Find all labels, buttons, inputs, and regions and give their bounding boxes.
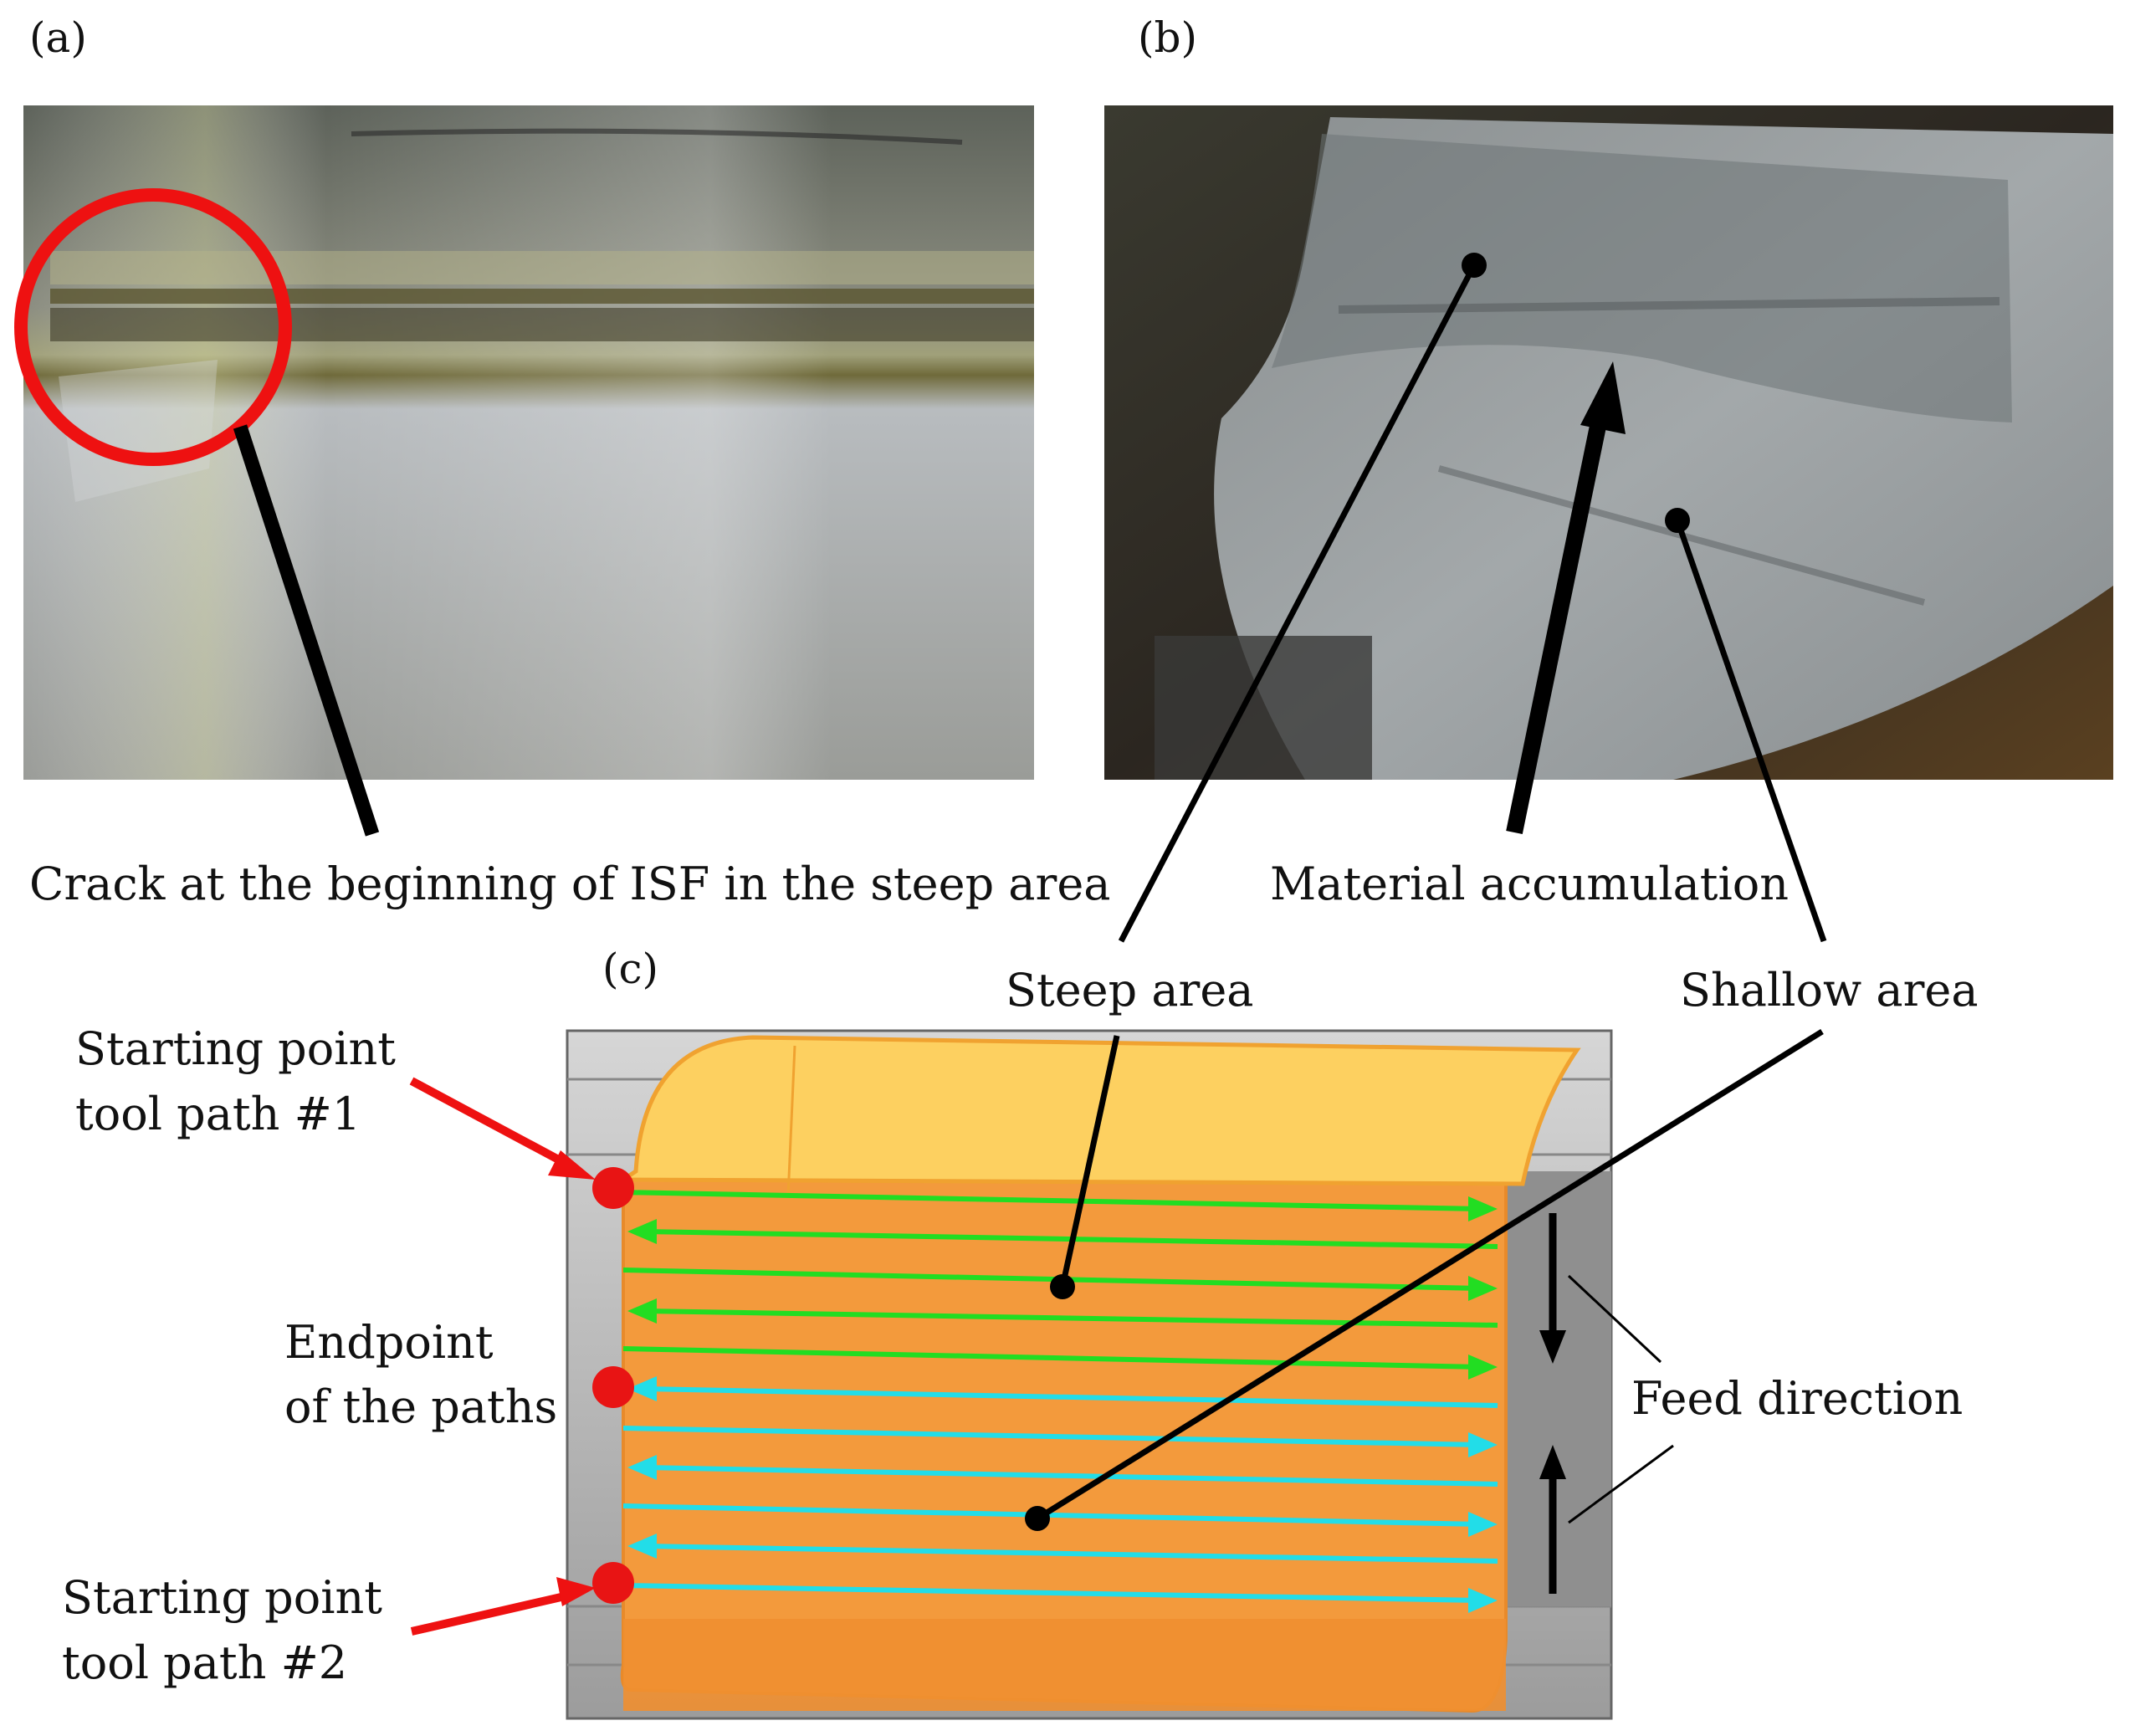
shallow-area-leader-c	[1036, 1029, 1824, 1521]
arrowhead-right	[1468, 1276, 1498, 1301]
start-2-label-line2: tool path #2	[62, 1636, 347, 1689]
shallow-area-label: Shallow area	[1680, 964, 1979, 1017]
tool-path-group-2	[622, 1376, 1498, 1613]
steep-area-dot-c	[1050, 1274, 1075, 1299]
endpoint-label-line2: of the paths	[284, 1380, 557, 1433]
accumulation-arrow-head	[1580, 361, 1626, 434]
arrowhead-right	[1468, 1432, 1498, 1457]
tool-path-line	[643, 1465, 1498, 1487]
accumulation-arrow-shaft	[1506, 407, 1610, 835]
tool-path-line	[622, 1346, 1482, 1370]
crack-highlight-circle	[14, 188, 292, 466]
photo-a	[23, 105, 1034, 780]
start-2-pointer-line	[410, 1590, 577, 1636]
shallow-area-leader-line	[1674, 519, 1827, 943]
endpoint-marker	[592, 1366, 634, 1408]
arrowhead-right	[1468, 1196, 1498, 1221]
arrowhead-right	[1468, 1354, 1498, 1380]
panel-a-label: (a)	[29, 13, 87, 62]
start-2-label-line1: Starting point	[62, 1571, 382, 1624]
feed-arrow-down-head	[1539, 1330, 1566, 1364]
steep-area-leader-c	[1059, 1035, 1120, 1288]
start-1-pointer-head	[548, 1150, 596, 1180]
steep-area-dot-b	[1462, 253, 1487, 278]
endpoint-label-line1: Endpoint	[284, 1316, 494, 1369]
feed-direction-label: Feed direction	[1631, 1372, 1963, 1425]
tool-path-model	[566, 1029, 1613, 1720]
arrowhead-left	[627, 1534, 657, 1559]
tool-path-line	[622, 1503, 1482, 1527]
crack-leader-line	[233, 424, 380, 837]
start-point-2-marker	[592, 1562, 634, 1604]
shallow-area-dot-c	[1025, 1506, 1050, 1531]
start-1-pointer-line	[409, 1077, 578, 1173]
start-1-label-line2: tool path #1	[75, 1088, 361, 1140]
start-point-1-marker	[592, 1167, 634, 1209]
start-1-label-line1: Starting point	[75, 1022, 396, 1075]
arrowhead-right	[1468, 1588, 1498, 1613]
arrowhead-left	[627, 1455, 657, 1480]
panel-c-label: (c)	[602, 945, 658, 993]
tool-path-line	[643, 1386, 1498, 1408]
tool-path-line	[622, 1426, 1482, 1447]
panel-a-caption: Crack at the beginning of ISF in the ste…	[29, 858, 1110, 910]
arrowhead-right	[1468, 1512, 1498, 1537]
tool-path-line	[643, 1544, 1498, 1564]
arrowhead-left	[627, 1298, 657, 1324]
shallow-area-dot-b	[1665, 508, 1690, 533]
start-2-pointer-head	[556, 1577, 596, 1606]
arrowhead-left	[627, 1376, 657, 1401]
feed-leader-lower	[1568, 1444, 1674, 1524]
arrowhead-left	[627, 1219, 657, 1244]
feed-arrow-up-head	[1539, 1445, 1566, 1479]
feed-leader-upper	[1567, 1274, 1662, 1364]
panel-b-caption: Material accumulation	[1270, 858, 1789, 910]
steep-area-leader-line	[1118, 264, 1477, 943]
photo-b	[1104, 105, 2113, 780]
steep-area-label: Steep area	[1006, 964, 1254, 1017]
panel-b-label: (b)	[1138, 13, 1197, 62]
tool-path-line	[618, 1190, 1482, 1211]
tool-path-line	[622, 1267, 1482, 1291]
tool-path-line	[622, 1583, 1482, 1603]
